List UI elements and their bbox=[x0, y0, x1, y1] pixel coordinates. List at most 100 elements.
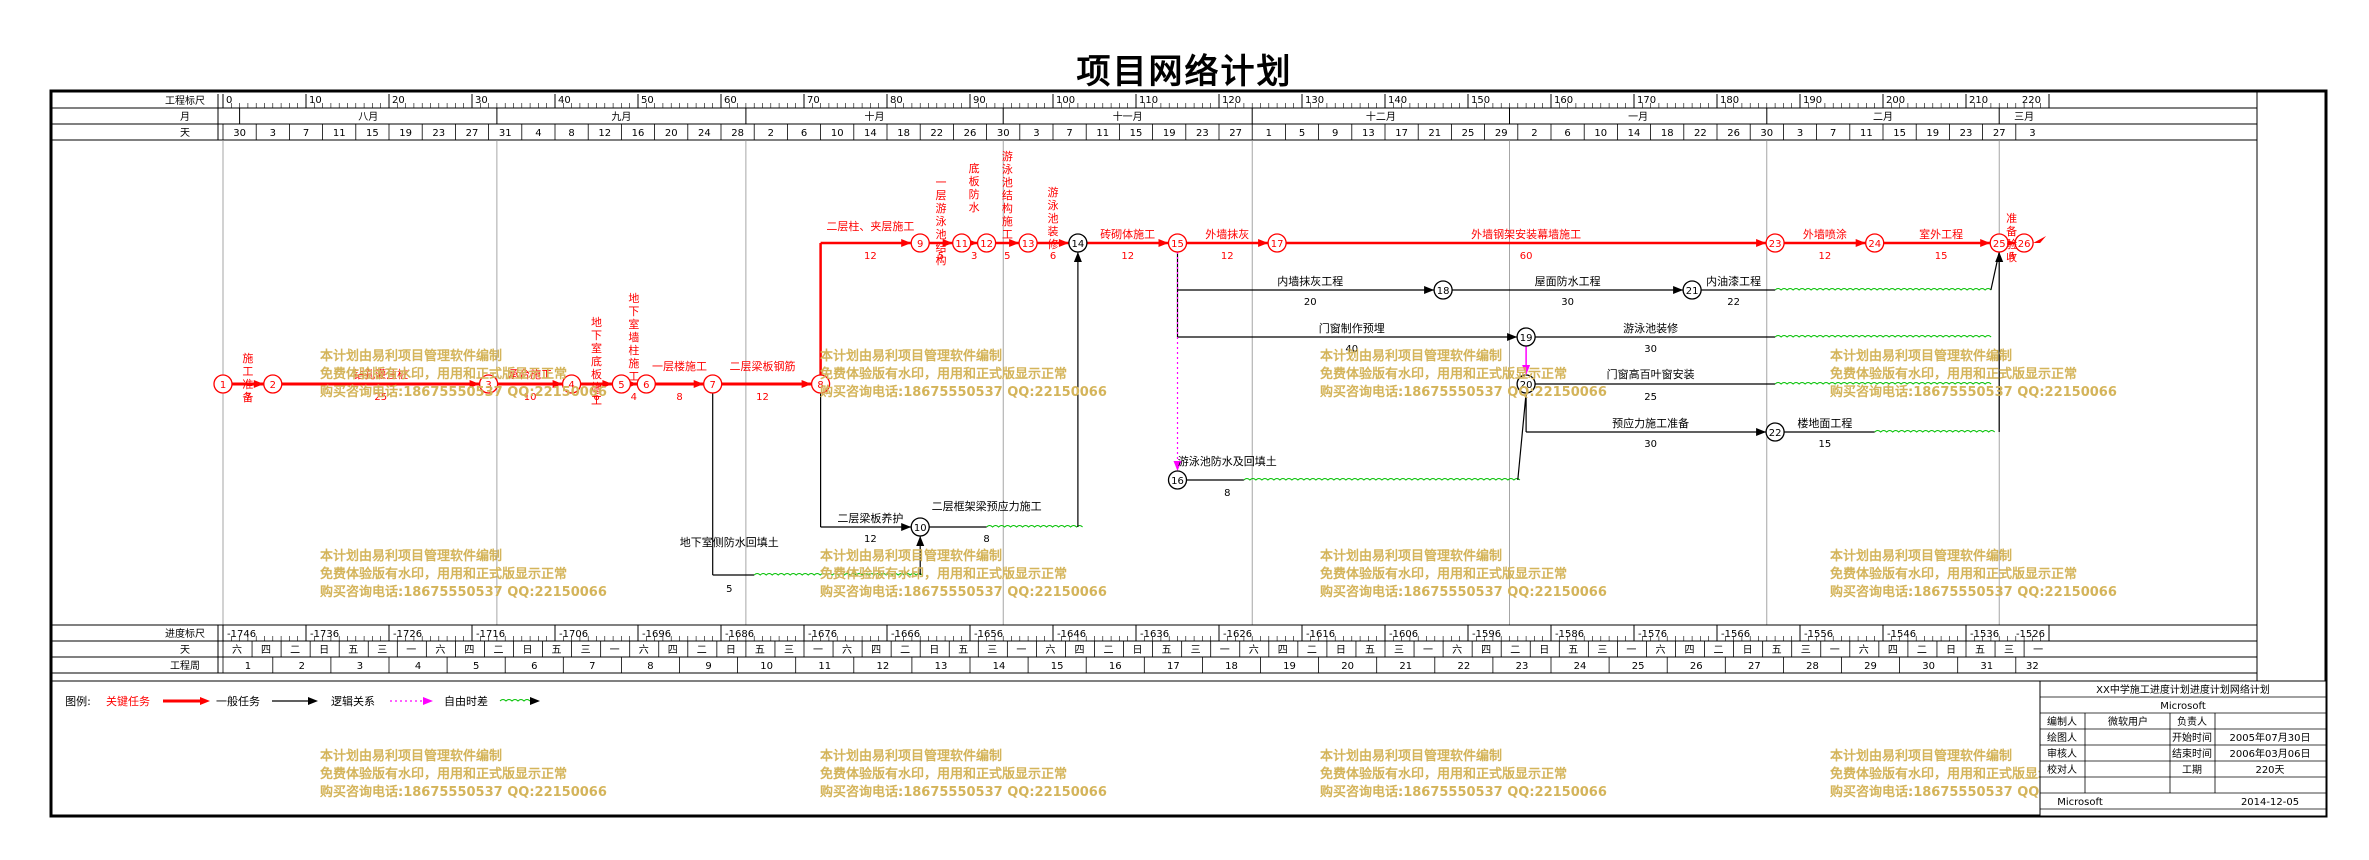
weekday-label: 五 bbox=[348, 645, 358, 656]
day-label: 27 bbox=[1993, 128, 2006, 139]
watermark-text: 免费体验版有水印，用用和正式版显示正常 bbox=[320, 766, 567, 782]
weekday-label: 六 bbox=[1859, 644, 1869, 656]
day-label: 12 bbox=[598, 128, 611, 139]
task-duration: 3 bbox=[971, 251, 977, 262]
node-label: 1 bbox=[220, 380, 226, 391]
progress-tick-label: -1556 bbox=[1804, 629, 1833, 640]
node-label: 12 bbox=[980, 239, 993, 250]
weekday-label: 二 bbox=[290, 645, 300, 656]
task-duration: 6 bbox=[593, 392, 599, 403]
arrow-head bbox=[901, 239, 912, 247]
week-label: 8 bbox=[647, 661, 653, 672]
progress-tick-label: -1586 bbox=[1555, 629, 1584, 640]
week-label: 25 bbox=[1632, 661, 1645, 672]
day-label: 22 bbox=[930, 128, 943, 139]
node-label: 7 bbox=[710, 380, 716, 391]
month-label: 八月 bbox=[358, 111, 378, 123]
weekday-label: 五 bbox=[755, 645, 765, 656]
legend-free-wave bbox=[499, 699, 531, 702]
task-label: 一层游泳池结构 bbox=[935, 176, 946, 267]
free-float-wave bbox=[1774, 335, 1992, 338]
node-circle bbox=[1765, 233, 1785, 253]
info-cell: 2005年07月30日 bbox=[2230, 731, 2311, 744]
weekday-label: 六 bbox=[1452, 644, 1462, 656]
arrow-head bbox=[1058, 239, 1069, 247]
weekday-label: 日 bbox=[929, 645, 939, 656]
week-label: 18 bbox=[1225, 661, 1238, 672]
day-label: 17 bbox=[1395, 128, 1408, 139]
week-label: 4 bbox=[415, 661, 421, 672]
weekday-label: 三 bbox=[987, 645, 997, 656]
node-label: 20 bbox=[1520, 380, 1533, 391]
day-label: 29 bbox=[1495, 128, 1508, 139]
day-label: 20 bbox=[665, 128, 678, 139]
watermark-text: 购买咨询电话:18675550537 QQ:22150066 bbox=[1320, 584, 1607, 600]
week-label: 27 bbox=[1748, 661, 1761, 672]
task-duration: 12 bbox=[864, 251, 877, 262]
task-duration: 10 bbox=[524, 392, 537, 403]
progress-tick-label: -1696 bbox=[642, 629, 671, 640]
day-label: 15 bbox=[366, 128, 379, 139]
day-label: 14 bbox=[864, 128, 877, 139]
weekday-label: 六 bbox=[1655, 644, 1665, 656]
node-circle bbox=[1433, 280, 1453, 300]
day-label: 25 bbox=[1462, 128, 1475, 139]
task-label: 地下室墙柱施工 bbox=[628, 292, 639, 383]
node-circle bbox=[1682, 280, 1702, 300]
arrow-head bbox=[1673, 286, 1684, 294]
watermark-text: 购买咨询电话:18675550537 QQ:22150066 bbox=[1830, 384, 2117, 400]
progress-tick-label: -1746 bbox=[227, 629, 256, 640]
info-cell: 结束时间 bbox=[2172, 747, 2212, 760]
day-label: 26 bbox=[964, 128, 977, 139]
week-label: 29 bbox=[1864, 661, 1877, 672]
node-label: 10 bbox=[914, 523, 927, 534]
weekday-label: 日 bbox=[1133, 645, 1143, 656]
arrow-head bbox=[1756, 428, 1767, 436]
watermark-text: 本计划由易利项目管理软件编制 bbox=[320, 748, 502, 764]
free-float-wave bbox=[1774, 382, 1992, 385]
day-label: 3 bbox=[1033, 128, 1039, 139]
weekday-label: 四 bbox=[668, 645, 678, 656]
task-label: 门窗高百叶窗安装 bbox=[1607, 367, 1695, 381]
task-duration: 20 bbox=[1304, 297, 1317, 308]
watermark-text: 本计划由易利项目管理软件编制 bbox=[1320, 348, 1502, 364]
weekday-label: 六 bbox=[232, 644, 242, 656]
watermark-text: 本计划由易利项目管理软件编制 bbox=[1320, 548, 1502, 564]
legend-logic-label: 逻辑关系 bbox=[331, 694, 375, 708]
weekday-label: 一 bbox=[610, 645, 620, 656]
week-label: 20 bbox=[1341, 661, 1354, 672]
week-label: 19 bbox=[1283, 661, 1296, 672]
weekday-label: 二 bbox=[1510, 645, 1520, 656]
week-label: 工程周 bbox=[170, 660, 200, 672]
task-duration: 6 bbox=[2008, 251, 2014, 262]
legend-critical-label: 关键任务 bbox=[106, 694, 150, 708]
ruler-tick-label: 80 bbox=[890, 95, 903, 106]
node-label: 26 bbox=[2018, 239, 2031, 250]
task-label: 游泳池防水及回填土 bbox=[1178, 454, 1277, 468]
node-circle bbox=[1167, 233, 1188, 253]
watermark-text: 免费体验版有水印，用用和正式版显示正常 bbox=[1320, 566, 1567, 582]
progress-tick-label: -1596 bbox=[1472, 629, 1501, 640]
node-label: 21 bbox=[1686, 286, 1699, 297]
node-circle bbox=[910, 233, 930, 253]
progress-tick-label: -1716 bbox=[476, 629, 505, 640]
weekday-label: 日 bbox=[319, 645, 329, 656]
task-duration: 6 bbox=[1050, 251, 1056, 262]
day-label: 8 bbox=[568, 128, 574, 139]
node-circle bbox=[1167, 470, 1188, 490]
node-circle bbox=[611, 374, 632, 394]
week-label: 6 bbox=[531, 661, 537, 672]
legend-free-label: 自由时差 bbox=[444, 694, 488, 708]
arrow-head bbox=[1424, 286, 1435, 294]
node-circle bbox=[910, 517, 930, 537]
info-cell: 微软用户 bbox=[2108, 715, 2148, 728]
free-float-wave bbox=[1243, 478, 1521, 481]
node-circle bbox=[263, 374, 283, 394]
weekday-label: 天 bbox=[180, 645, 190, 656]
day-label: 26 bbox=[1727, 128, 1740, 139]
month-label: 十月 bbox=[865, 110, 885, 123]
task-label: 屋面防水工程 bbox=[1535, 274, 1601, 288]
week-label: 17 bbox=[1167, 661, 1180, 672]
task-label: 钻孔灌注桩 bbox=[353, 367, 408, 381]
